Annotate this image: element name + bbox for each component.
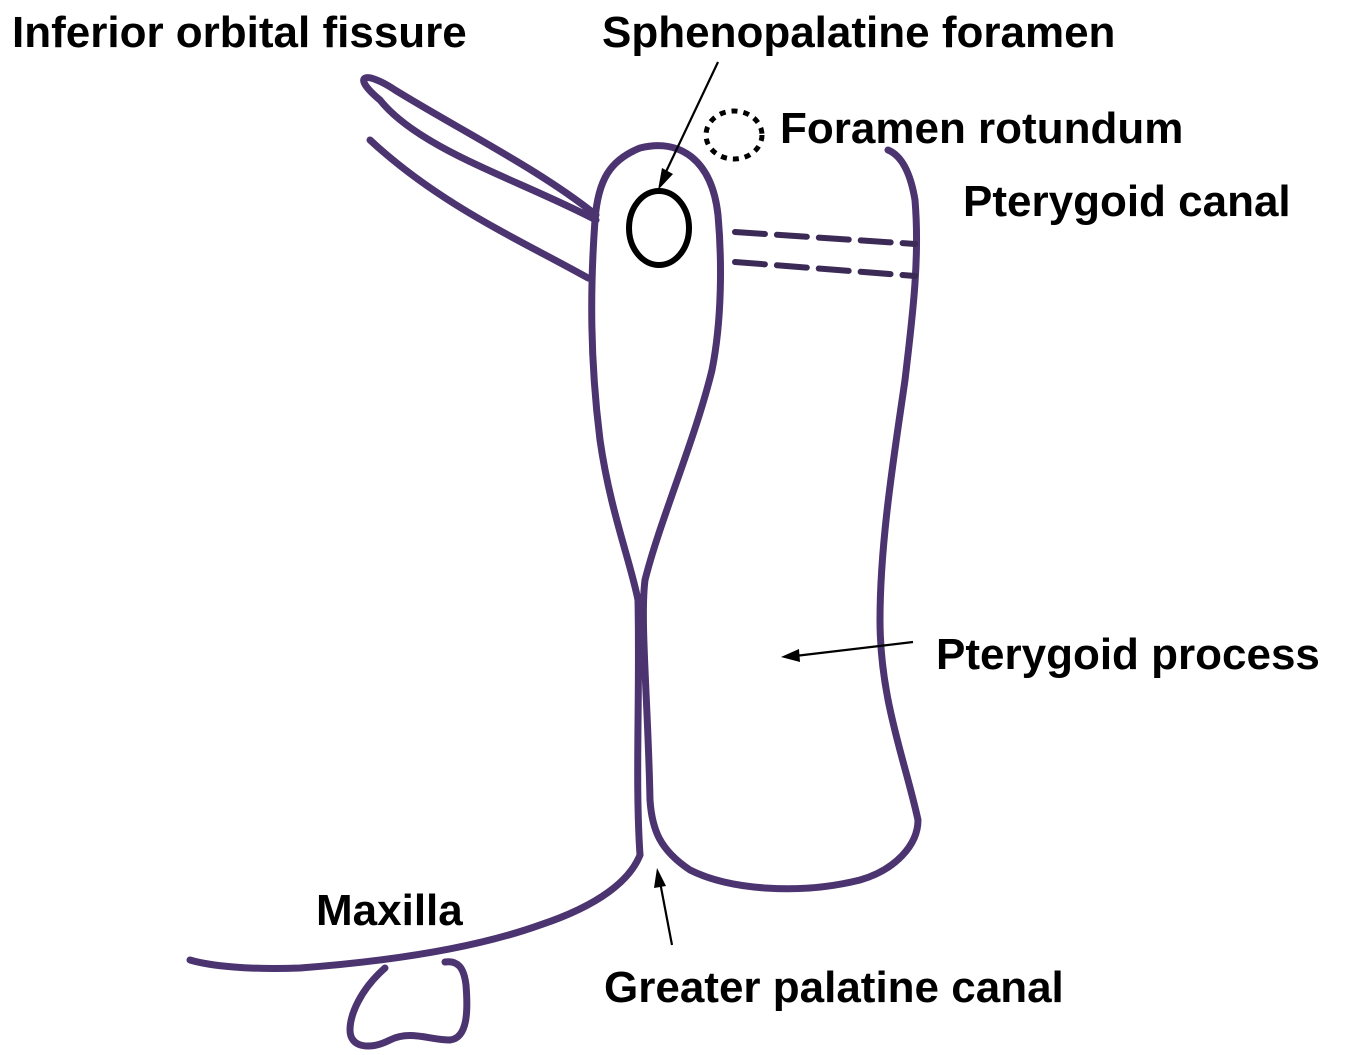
foramen-rotundum-circle — [706, 111, 762, 159]
label-inferior-orbital-fissure: Inferior orbital fissure — [12, 8, 467, 57]
label-greater-palatine-canal: Greater palatine canal — [604, 963, 1064, 1012]
inferior-orbital-fissure-lower-edge — [370, 140, 588, 278]
arrow-sphenopalatine-foramen-head — [658, 168, 673, 190]
label-pterygoid-canal: Pterygoid canal — [963, 177, 1291, 226]
pterygoid-canal-upper-dash — [735, 232, 915, 244]
arrow-pterygoid-process-head — [781, 649, 800, 662]
label-maxilla: Maxilla — [316, 886, 463, 935]
label-sphenopalatine-foramen: Sphenopalatine foramen — [602, 8, 1115, 57]
pterygoid-canal-lower-dash — [735, 262, 915, 276]
bone-outlines — [190, 78, 918, 1046]
arrow-pterygoid-process — [795, 642, 913, 656]
label-pterygoid-process: Pterygoid process — [936, 630, 1320, 679]
pterygoid-canal-dashes — [735, 232, 915, 276]
sphenopalatine-foramen-circle — [629, 191, 689, 265]
pointer-arrows — [654, 62, 913, 945]
arrow-greater-palatine-canal-head — [654, 868, 666, 888]
arrow-greater-palatine-canal — [660, 882, 672, 945]
inferior-orbital-fissure-shape — [364, 78, 596, 220]
tooth-shape — [350, 962, 467, 1046]
label-foramen-rotundum: Foramen rotundum — [780, 104, 1183, 153]
